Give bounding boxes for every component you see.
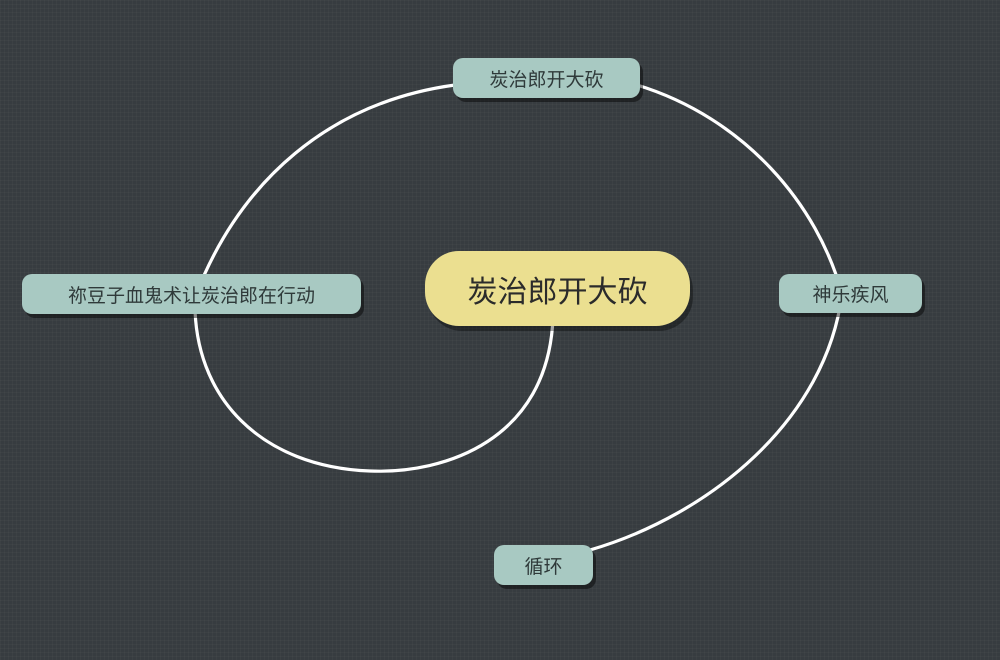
central-topic-node[interactable]: 炭治郎开大砍: [425, 251, 690, 326]
connector-right-to-bottom: [588, 292, 844, 552]
topic-node-left[interactable]: 祢豆子血鬼术让炭治郎在行动: [22, 274, 361, 314]
topic-node-right[interactable]: 神乐疾风: [779, 274, 922, 313]
topic-node-top[interactable]: 炭治郎开大砍: [453, 58, 640, 98]
connector-center-to-left: [193, 295, 555, 473]
connector-top-to-right: [635, 83, 844, 296]
topic-node-bottom[interactable]: 循环: [494, 545, 593, 585]
connector-left-to-top: [193, 83, 457, 299]
